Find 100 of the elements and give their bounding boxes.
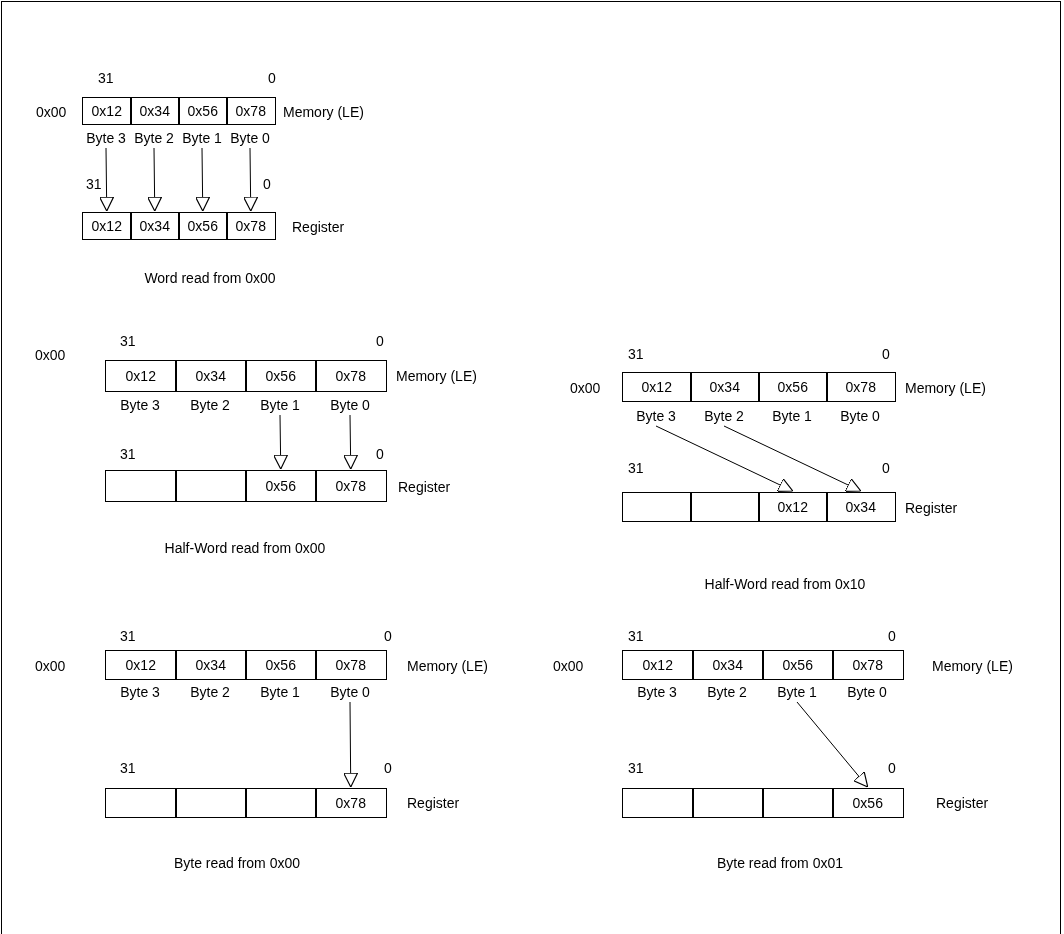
byte-label: Byte 0 (330, 397, 370, 413)
address-label: 0x00 (35, 658, 66, 674)
byte-label: Byte 0 (840, 408, 880, 424)
byte-label: Byte 3 (637, 684, 677, 700)
caption: Byte read from 0x01 (716, 855, 844, 871)
byte-label: Byte 1 (260, 397, 300, 413)
bit-number: 0 (384, 628, 392, 644)
byte-label: Byte 2 (704, 408, 744, 424)
register-cell (690, 492, 760, 522)
byte-label: Byte 1 (260, 684, 300, 700)
byte-label: Byte 0 (230, 130, 270, 146)
byte-label: Byte 0 (847, 684, 887, 700)
register-cell (692, 788, 764, 818)
register-cell: 0x12 (758, 492, 828, 522)
row-label: Register (936, 795, 989, 811)
address-label: 0x00 (36, 104, 67, 120)
row-label: Register (292, 219, 345, 235)
register-cell: 0x34 (130, 212, 180, 240)
address-label: 0x00 (553, 658, 584, 674)
register-cell (175, 470, 247, 502)
register-cell (245, 788, 317, 818)
register-cell: 0x56 (832, 788, 904, 818)
register-cell (762, 788, 834, 818)
memory-cell: 0x34 (175, 650, 247, 680)
arrow (723, 425, 862, 492)
byte-label: Byte 2 (190, 684, 230, 700)
bit-number: 0 (376, 333, 384, 349)
memory-cell: 0x34 (175, 360, 247, 392)
bit-number: 0 (268, 70, 276, 86)
memory-cell: 0x56 (178, 97, 228, 125)
caption: Half-Word read from 0x10 (704, 576, 866, 592)
memory-cell: 0x78 (315, 360, 387, 392)
bit-number: 31 (628, 628, 644, 644)
memory-cell: 0x56 (762, 650, 834, 680)
bit-number: 0 (888, 760, 896, 776)
memory-cell: 0x56 (758, 372, 828, 402)
register-cell: 0x12 (82, 212, 132, 240)
byte-label: Byte 0 (330, 684, 370, 700)
memory-cell: 0x78 (315, 650, 387, 680)
byte-label: Byte 3 (86, 130, 126, 146)
register-cell: 0x34 (826, 492, 896, 522)
arrow (272, 414, 289, 470)
memory-cell: 0x12 (622, 372, 692, 402)
bit-number: 0 (882, 346, 890, 362)
row-label: Memory (LE) (932, 658, 1013, 674)
caption: Byte read from 0x00 (173, 855, 301, 871)
arrow (342, 414, 359, 470)
bit-number: 0 (888, 628, 896, 644)
register-cell (622, 492, 692, 522)
register-cell: 0x78 (315, 470, 387, 502)
register-cell (105, 788, 177, 818)
bit-number: 31 (98, 70, 114, 86)
memory-cell: 0x12 (105, 360, 177, 392)
caption: Half-Word read from 0x00 (164, 540, 326, 556)
byte-label: Byte 1 (772, 408, 812, 424)
byte-label: Byte 3 (120, 397, 160, 413)
arrow (655, 425, 794, 492)
caption: Word read from 0x00 (144, 270, 276, 286)
arrow (796, 701, 869, 788)
bit-number: 31 (120, 446, 136, 462)
byte-label: Byte 2 (707, 684, 747, 700)
memory-cell: 0x34 (690, 372, 760, 402)
byte-label: Byte 3 (120, 684, 160, 700)
register-cell: 0x56 (178, 212, 228, 240)
register-cell: 0x56 (245, 470, 317, 502)
bit-number: 31 (120, 628, 136, 644)
register-cell: 0x78 (315, 788, 387, 818)
row-label: Register (407, 795, 460, 811)
bit-number: 0 (263, 176, 271, 192)
arrow (147, 147, 163, 212)
memory-cell: 0x34 (692, 650, 764, 680)
arrow (99, 147, 115, 212)
memory-cell: 0x56 (245, 650, 317, 680)
memory-cell: 0x34 (130, 97, 180, 125)
arrow (195, 147, 211, 212)
bit-number: 31 (120, 760, 136, 776)
arrow (243, 147, 259, 212)
address-label: 0x00 (35, 347, 66, 363)
memory-cell: 0x56 (245, 360, 317, 392)
register-cell (105, 470, 177, 502)
address-label: 0x00 (570, 380, 601, 396)
memory-cell: 0x78 (826, 372, 896, 402)
arrow (343, 701, 359, 788)
register-cell (175, 788, 247, 818)
bit-number: 31 (628, 346, 644, 362)
memory-cell: 0x12 (622, 650, 694, 680)
byte-label: Byte 1 (777, 684, 817, 700)
bit-number: 31 (86, 176, 102, 192)
bit-number: 0 (882, 460, 890, 476)
memory-cell: 0x12 (82, 97, 132, 125)
register-cell (622, 788, 694, 818)
bit-number: 0 (376, 446, 384, 462)
memory-cell: 0x78 (832, 650, 904, 680)
register-cell: 0x78 (226, 212, 276, 240)
bit-number: 0 (384, 760, 392, 776)
memory-cell: 0x78 (226, 97, 276, 125)
bit-number: 31 (120, 333, 136, 349)
row-label: Memory (LE) (407, 658, 488, 674)
bit-number: 31 (628, 460, 644, 476)
byte-label: Byte 2 (134, 130, 174, 146)
